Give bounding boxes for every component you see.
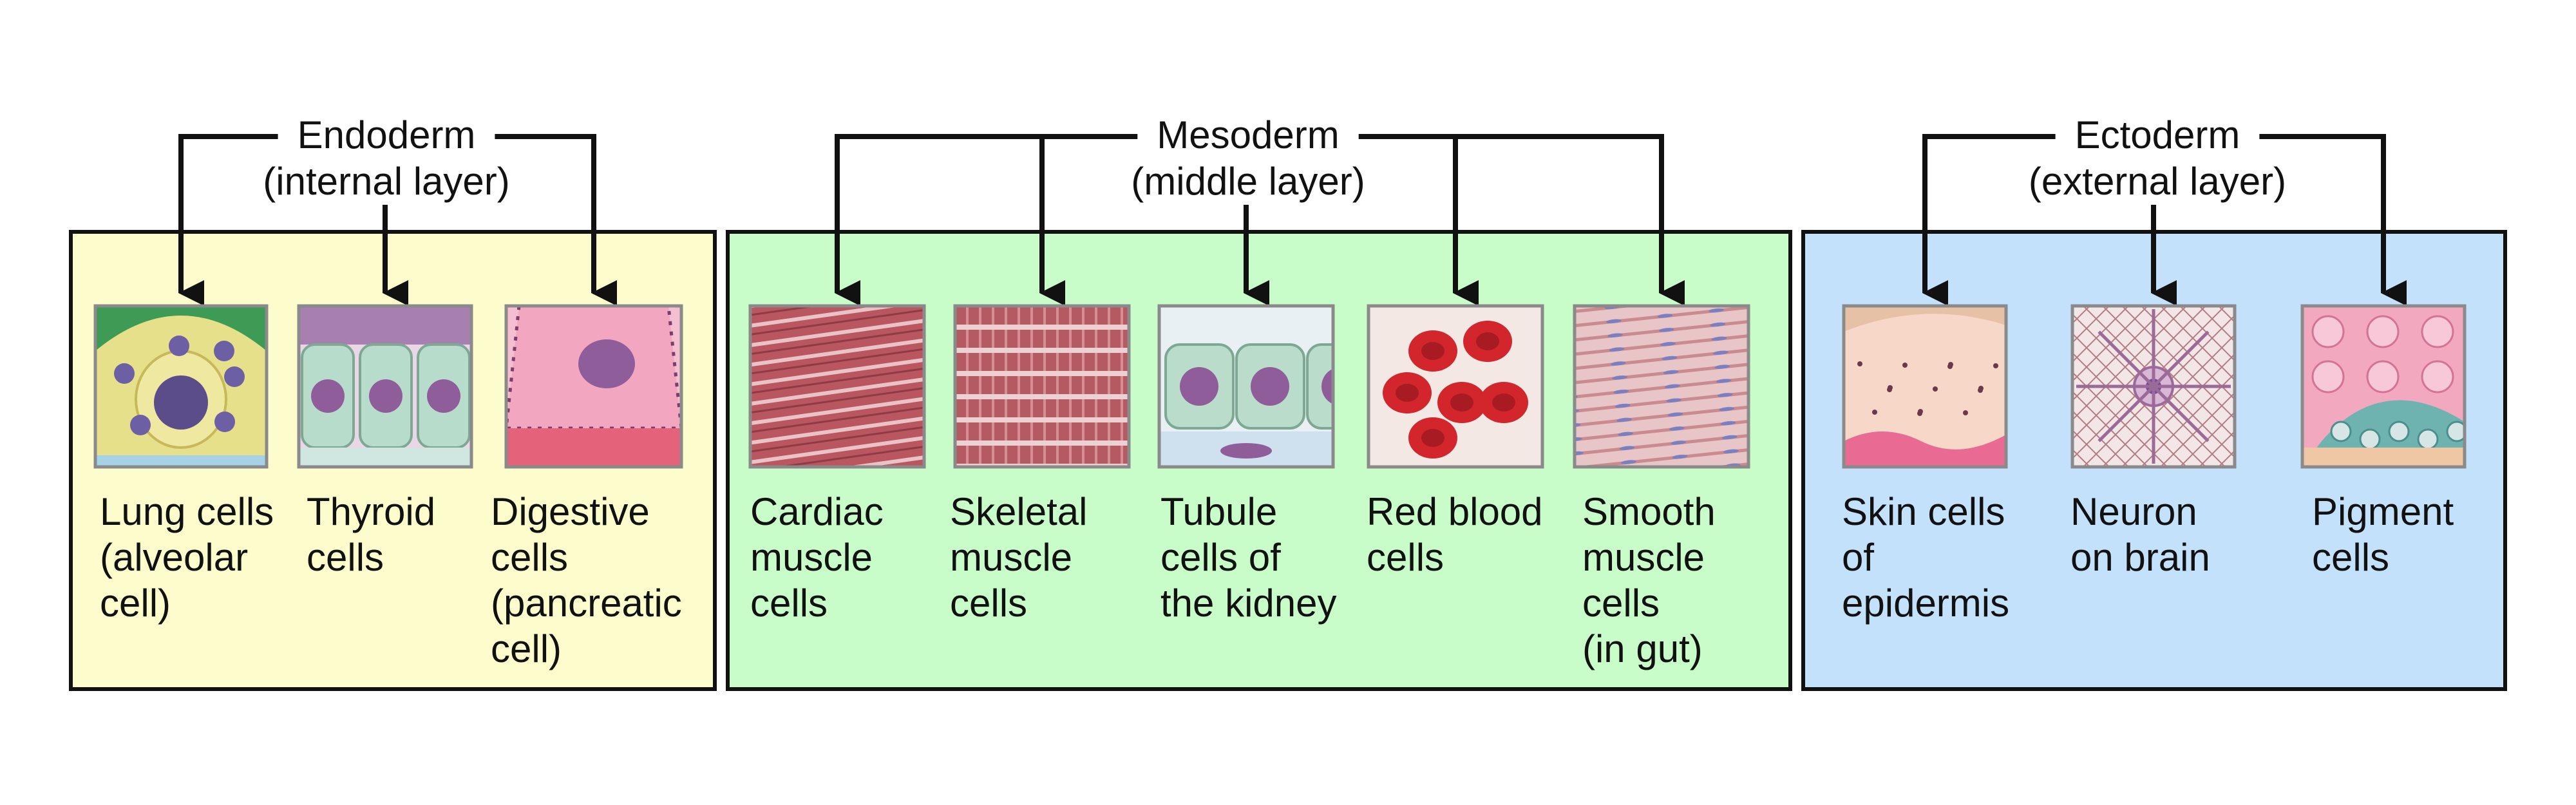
pancreatic-cell-icon (506, 306, 681, 467)
connector-line (2259, 134, 2407, 306)
cell-label-line: Skin cells (1842, 490, 2005, 533)
connector-line (835, 134, 1138, 306)
cell-label-line: Skeletal (950, 490, 1087, 533)
cell-label-line: Tubule (1160, 490, 1277, 533)
connector-line (1358, 134, 1685, 306)
connector-line (178, 134, 278, 306)
cell-label-line: Lung cells (100, 490, 274, 533)
cell-label-line: muscle (750, 536, 873, 579)
cell-label-line: cells (950, 582, 1027, 625)
kidney-tubule-icon (1159, 306, 1333, 467)
cell-label-line: (in gut) (1582, 627, 1703, 670)
cell-label-line: the kidney (1160, 582, 1337, 625)
cell-label-line: (alveolar (100, 536, 248, 579)
cardiac-muscle-icon (750, 306, 924, 467)
skeletal-muscle-icon (955, 306, 1129, 467)
neuron-icon (2072, 306, 2235, 467)
cell-label-line: of (1842, 536, 1874, 579)
pigment-cell-icon (2302, 306, 2465, 467)
cell-label-line: Thyroid (307, 490, 435, 533)
lung-cell-icon (95, 306, 267, 467)
cell-label-line: cells (491, 536, 568, 579)
cell-label-line: Red blood (1367, 490, 1543, 533)
cell-label-line: cells (1367, 536, 1444, 579)
group-endoderm: Endoderm(internal layer) Lung cells(alveo… (69, 113, 717, 691)
skin-cell-icon (1844, 306, 2006, 467)
cell-label-line: (pancreatic (491, 582, 682, 625)
connector-line (495, 134, 617, 306)
cell-label-line: Cardiac (750, 490, 884, 533)
cell-label-line: Smooth (1582, 490, 1716, 533)
layer-title: Ectoderm (2075, 113, 2240, 156)
thyroid-cell-icon (299, 306, 471, 467)
cell-label-line: Digestive (491, 490, 650, 533)
cell-label-line: Neuron (2070, 490, 2197, 533)
connector-line (1922, 134, 2056, 306)
cell-label-line: cell) (491, 627, 562, 670)
red-blood-cell-icon (1368, 306, 1542, 467)
cell-label-line: cells (750, 582, 828, 625)
cell-label-line: epidermis (1842, 582, 2009, 625)
cell-label-line: cells of (1160, 536, 1281, 579)
layer-subtitle: (middle layer) (1131, 160, 1365, 203)
cell-label-line: cells (2312, 536, 2389, 579)
cell-label-line: muscle (950, 536, 1072, 579)
cell-label-line: Pigment (2312, 490, 2454, 533)
cell-label-line: muscle (1582, 536, 1705, 579)
layer-subtitle: (external layer) (2029, 160, 2286, 203)
cell-label-line: cells (307, 536, 384, 579)
layer-title: Endoderm (298, 113, 476, 156)
cell-label-line: on brain (2070, 536, 2210, 579)
layer-subtitle: (internal layer) (263, 160, 509, 203)
cell-label-line: cell) (100, 582, 171, 625)
cell-label-line: cells (1582, 582, 1660, 625)
layer-title: Mesoderm (1157, 113, 1339, 156)
smooth-muscle-icon (1575, 306, 1748, 467)
